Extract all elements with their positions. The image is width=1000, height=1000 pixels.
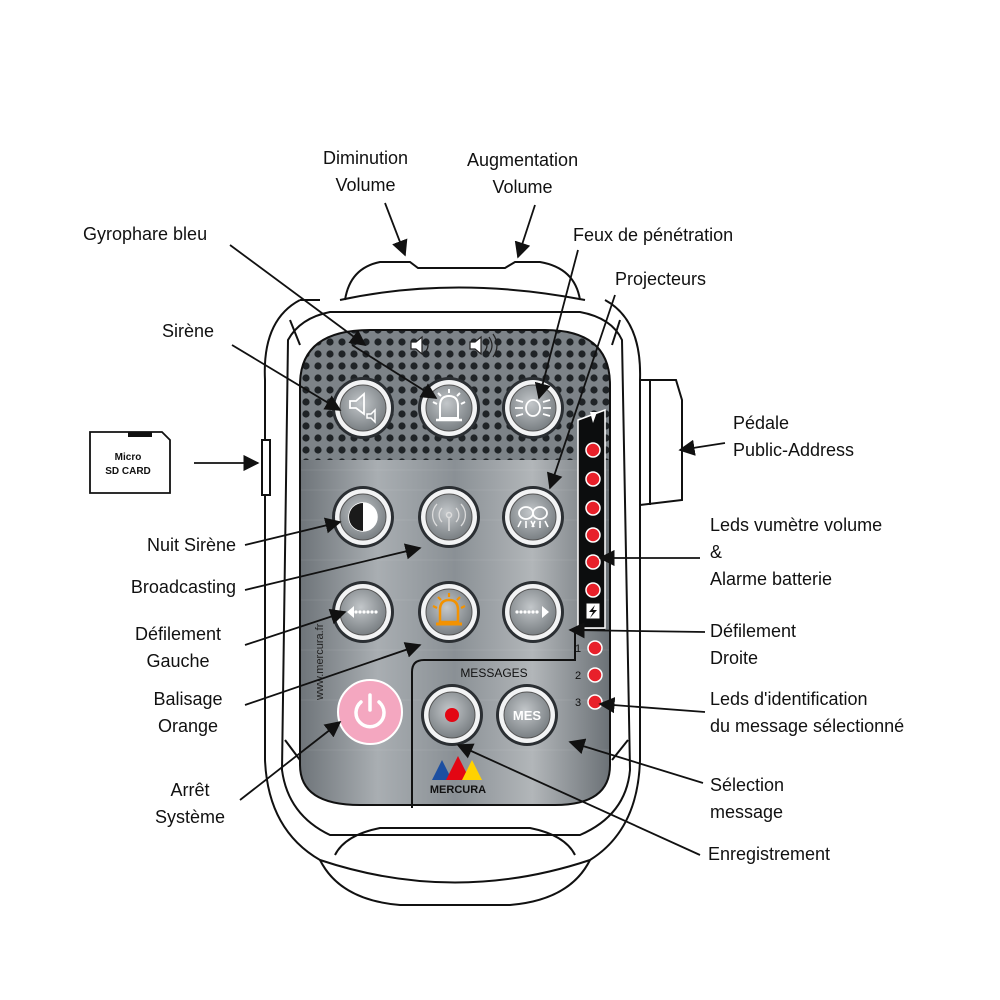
message-led-2	[587, 667, 603, 683]
website-text: www.mercura.fr	[314, 623, 326, 701]
volume-up-icon	[469, 333, 498, 358]
selection-message-button[interactable]: MES	[496, 684, 558, 746]
vu-led-2	[585, 471, 601, 487]
vu-led-4	[585, 527, 601, 543]
label-pedale-line-1: Pédale	[733, 413, 790, 433]
label-vumetre-line-2: &	[710, 542, 723, 562]
vu-led-1	[585, 442, 601, 458]
label-balisage-line-2: Orange	[157, 716, 219, 736]
projecteurs-button[interactable]	[502, 486, 564, 548]
message-number-1: 1	[575, 643, 581, 655]
label-identification-line-1: Leds d'identification	[710, 689, 868, 709]
message-number-3: 3	[575, 697, 581, 709]
label-droite-line-2: Droite	[710, 648, 759, 668]
label-augmentation-line-1: Augmentation	[467, 150, 579, 170]
label-arret-line-2: Système	[154, 807, 226, 827]
vu-leds	[585, 442, 601, 598]
label-gauche-line-1: Défilement	[134, 624, 222, 644]
buttons-grid: MES	[332, 377, 564, 746]
label-diminution-volume: Diminution Volume	[323, 145, 408, 199]
label-identification-line-2: du message sélectionné	[710, 716, 905, 736]
label-balisage-orange: Balisage Orange	[138, 686, 238, 740]
power-icon	[354, 693, 386, 729]
label-augmentation-line-2: Volume	[492, 177, 553, 197]
label-enregistrement: Enregistrement	[708, 844, 831, 864]
record-icon	[445, 708, 459, 722]
callout-arrows	[194, 202, 726, 856]
messages-title: MESSAGES	[460, 666, 527, 680]
sd-card-line-2: SD CARD	[105, 466, 151, 477]
message-led-3	[587, 694, 603, 710]
label-nuit-sirene: Nuit Sirène	[146, 535, 236, 555]
broadcast-antenna-icon	[431, 503, 467, 531]
vu-meter-panel	[577, 408, 606, 629]
label-diminution-line-1: Diminution	[323, 148, 409, 168]
label-gauche-line-2: Gauche	[146, 651, 210, 671]
label-arret-systeme: Arrêt Système	[140, 777, 240, 831]
enregistrement-button[interactable]	[421, 684, 483, 746]
projecteurs-button-face	[509, 493, 557, 541]
label-vumetre-line-3: Alarme batterie	[710, 569, 833, 589]
broadcasting-button[interactable]	[418, 486, 480, 548]
label-balisage-line-1: Balisage	[153, 689, 223, 709]
vu-led-3	[585, 500, 601, 516]
scroll-left-icon	[347, 606, 378, 618]
brand-logo: MERCURA	[430, 756, 486, 796]
label-feux-penetration: Feux de pénétration	[573, 225, 734, 245]
half-circle-night-icon	[348, 502, 378, 532]
label-sirene: Sirène	[162, 321, 215, 341]
label-defilement-gauche: Défilement Gauche	[118, 621, 238, 675]
message-number-2: 2	[575, 670, 581, 682]
label-selection-line-1: Sélection	[710, 775, 785, 795]
defilement-droite-button[interactable]	[502, 581, 564, 643]
label-broadcasting: Broadcasting	[130, 577, 236, 597]
nuit-sirene-button[interactable]	[332, 486, 394, 548]
message-leds: 1 2 3	[575, 640, 603, 710]
label-pedale-public-address: Pédale Public-Address	[733, 410, 854, 464]
label-leds-vumetre: Leds vumètre volume & Alarme batterie	[710, 512, 882, 593]
blue-beacon-icon	[432, 389, 466, 422]
label-leds-identification: Leds d'identification du message sélecti…	[710, 686, 904, 740]
feux-penetration-button[interactable]	[502, 377, 564, 439]
label-selection-message: Sélection message	[710, 772, 784, 826]
sirene-button[interactable]	[332, 377, 394, 439]
label-projecteurs: Projecteurs	[615, 269, 707, 289]
label-selection-line-2: message	[710, 802, 784, 822]
defilement-gauche-button[interactable]	[332, 581, 394, 643]
projector-lights-icon	[517, 506, 549, 528]
siren-speaker-icon	[349, 392, 376, 424]
volume-down-icon	[410, 335, 429, 356]
label-augmentation-volume: Augmentation Volume	[467, 147, 578, 201]
sd-card-line-1: Micro	[115, 452, 142, 463]
battery-alarm-icon	[585, 602, 601, 620]
label-droite-line-1: Défilement	[710, 621, 797, 641]
power-button[interactable]	[337, 679, 403, 745]
messages-zone	[411, 629, 605, 808]
mes: MES	[513, 708, 542, 723]
label-vumetre-line-1: Leds vumètre volume	[710, 515, 883, 535]
label-diminution-line-2: Volume	[335, 175, 396, 195]
label-defilement-droite: Défilement Droite	[710, 618, 796, 672]
brand-text: MERCURA	[430, 784, 486, 796]
selection-message-button-face	[503, 691, 551, 739]
penetration-lights-icon	[515, 399, 551, 417]
sd-card: Micro SD CARD	[89, 431, 171, 494]
label-arret-line-1: Arrêt	[170, 780, 210, 800]
message-led-1	[587, 640, 603, 656]
balisage-orange-button[interactable]	[418, 581, 480, 643]
panel-border	[299, 329, 611, 806]
orange-beacon-icon	[432, 593, 466, 626]
label-pedale-line-2: Public-Address	[733, 440, 855, 460]
power-button-face	[337, 679, 403, 745]
label-gyrophare-bleu: Gyrophare bleu	[83, 224, 208, 244]
vu-led-6	[585, 582, 601, 598]
vu-led-5	[585, 554, 601, 570]
gyrophare-button[interactable]	[418, 377, 480, 439]
sirene-button-face	[339, 384, 387, 432]
scroll-right-icon	[515, 606, 549, 618]
mes-button-label: MES	[513, 708, 542, 723]
